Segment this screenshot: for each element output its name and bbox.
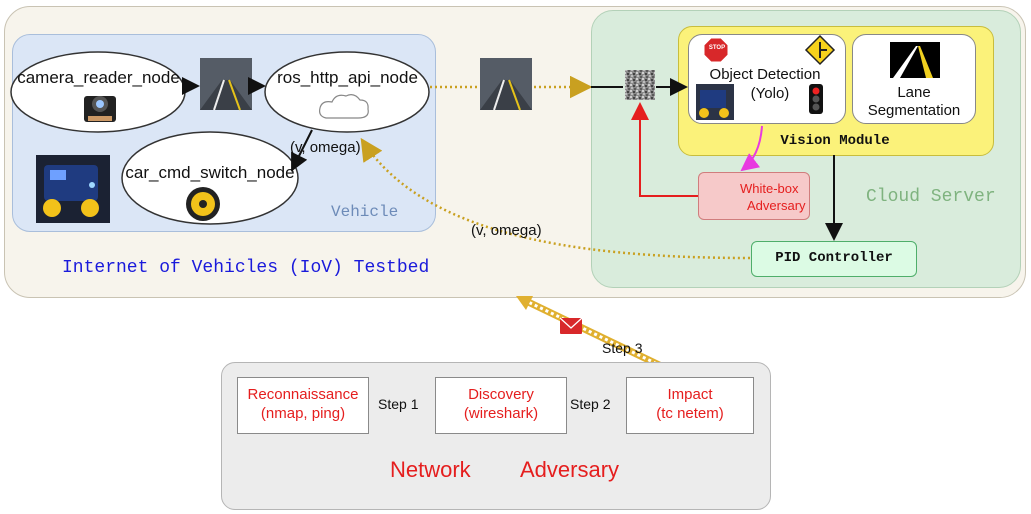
lane-segmentation-subtitle: Segmentation xyxy=(867,102,961,119)
camera-frame-thumbnail xyxy=(200,58,252,111)
object-detection-title: Object Detection xyxy=(709,66,821,83)
discovery-box xyxy=(435,377,567,434)
discovery-title: Discovery xyxy=(468,386,534,403)
vehicle-edge-label: (v, omega) xyxy=(290,139,361,156)
impact-box xyxy=(626,377,754,434)
testbed-label: Internet of Vehicles (IoV) Testbed xyxy=(62,258,430,278)
arrow-detection-to-whitebox xyxy=(740,125,763,172)
lane-segmentation-image xyxy=(890,42,940,78)
envelope-icon xyxy=(559,317,583,334)
vehicle-label: Vehicle xyxy=(331,203,399,221)
ros-http-api-node-ellipse xyxy=(264,51,430,133)
whitebox-adversary-box xyxy=(698,172,810,220)
step2-label: Step 2 xyxy=(570,396,611,412)
stop-sign-icon xyxy=(703,37,729,63)
object-detection-subtitle: (Yolo) xyxy=(750,85,790,102)
stop-sign-text: STOP xyxy=(708,45,726,51)
car-cmd-switch-node-label: car_cmd_switch_node xyxy=(125,163,295,182)
lane-segmentation-title: Lane xyxy=(897,84,931,101)
reconnaissance-title: Reconnaissance xyxy=(247,386,359,403)
adversary-label: Adversary xyxy=(520,457,620,482)
impact-title: Impact xyxy=(667,386,713,403)
discovery-tools: (wireshark) xyxy=(463,405,539,422)
intersection-sign-icon xyxy=(804,34,836,66)
step3-label: Step 3 xyxy=(602,340,643,356)
ros-http-api-node-label: ros_http_api_node xyxy=(277,68,418,87)
return-edge-label: (v, omega) xyxy=(471,222,542,239)
camera-reader-node-label: camera_reader_node xyxy=(17,68,180,87)
impact-tools: (tc netem) xyxy=(656,405,724,422)
camera-frame-thumbnail xyxy=(480,58,532,111)
cloud-icon xyxy=(319,94,369,119)
detection-photo xyxy=(696,84,734,120)
pid-controller-label: PID Controller xyxy=(775,250,893,266)
step3-attack-arrow xyxy=(516,296,680,378)
whitebox-label-line2: Adversary xyxy=(747,198,806,213)
pid-controller-box xyxy=(751,241,917,277)
reconnaissance-box xyxy=(237,377,369,434)
perturbed-frame xyxy=(625,70,655,100)
car-cmd-switch-node-ellipse xyxy=(121,131,299,225)
wheel-icon xyxy=(186,187,220,221)
vision-module-label: Vision Module xyxy=(780,133,890,149)
reconnaissance-tools: (nmap, ping) xyxy=(260,405,346,422)
traffic-light-icon xyxy=(809,84,823,114)
arrow-whitebox-to-frame xyxy=(631,102,698,197)
cloud-server-label: Cloud Server xyxy=(866,187,996,207)
network-label: Network xyxy=(390,457,471,482)
camera-icon xyxy=(84,96,116,122)
step1-label: Step 1 xyxy=(378,396,419,412)
arrow-ros-http-to-car-cmd xyxy=(291,129,313,172)
command-return-link xyxy=(360,137,751,260)
duckiebot-photo xyxy=(36,155,110,223)
whitebox-label-line1: White-box xyxy=(740,181,799,196)
